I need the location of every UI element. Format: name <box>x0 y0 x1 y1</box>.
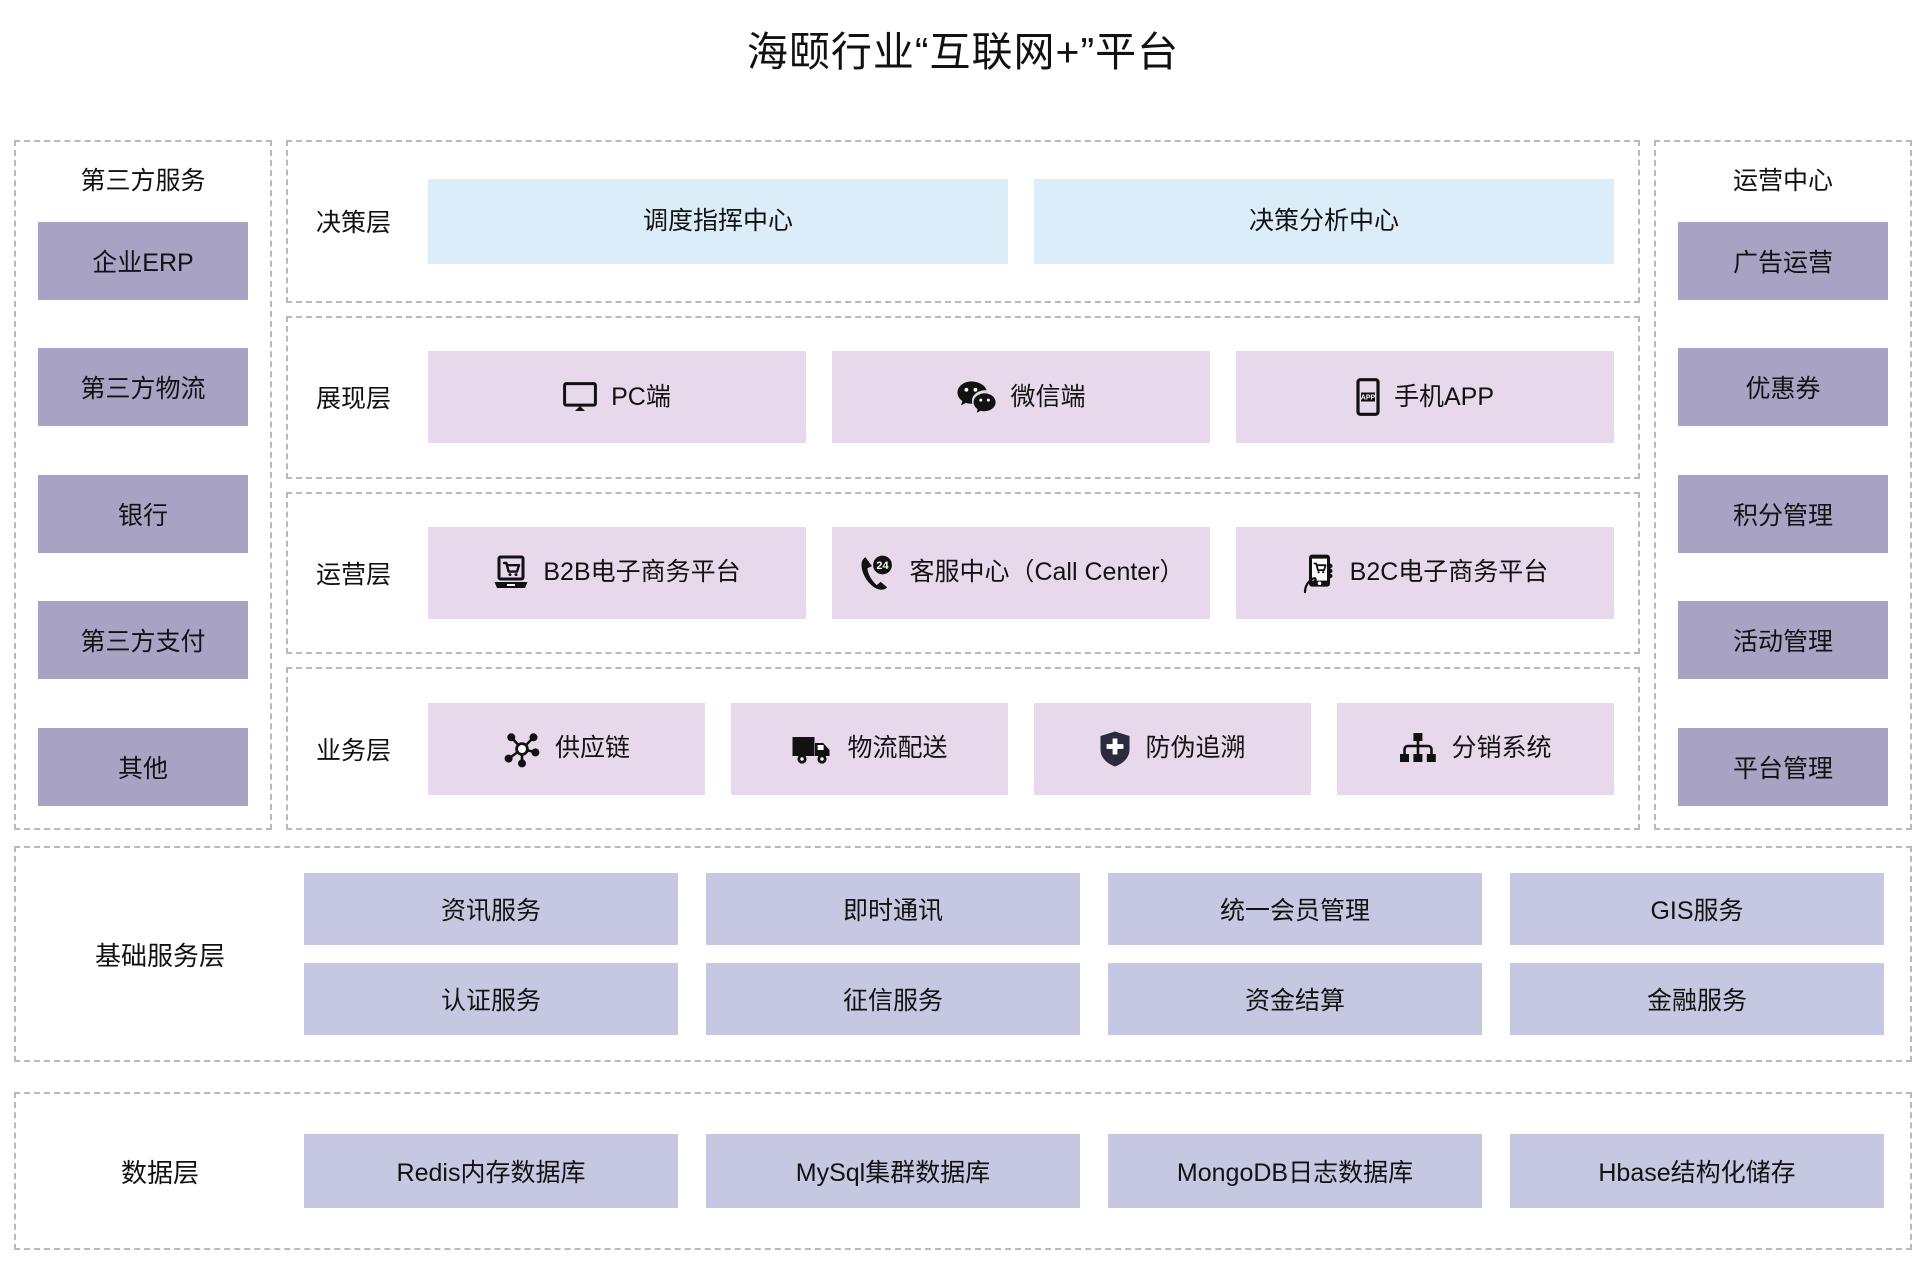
network-nodes-icon <box>503 730 541 768</box>
laptop-cart-icon <box>493 555 529 591</box>
db-redis[interactable]: Redis内存数据库 <box>304 1134 678 1208</box>
data-layer: 数据层 Redis内存数据库 MySql集群数据库 MongoDB日志数据库 H… <box>14 1092 1912 1250</box>
db-mysql[interactable]: MySql集群数据库 <box>706 1134 1080 1208</box>
sidebar-item-ad-operation[interactable]: 广告运营 <box>1678 221 1888 300</box>
b2c-ecommerce-platform[interactable]: B2C电子商务平台 <box>1236 526 1614 619</box>
service-information[interactable]: 资讯服务 <box>304 873 678 945</box>
svg-text:24: 24 <box>877 560 890 572</box>
anti-counterfeit-tracing[interactable]: 防伪追溯 <box>1034 702 1311 795</box>
db-mongodb[interactable]: MongoDB日志数据库 <box>1108 1134 1482 1208</box>
truck-icon <box>791 733 833 765</box>
dispatch-command-center[interactable]: 调度指挥中心 <box>428 178 1008 264</box>
hand-phone-cart-icon <box>1302 553 1336 593</box>
call-center[interactable]: 24 客服中心（Call Center） <box>832 526 1210 619</box>
right-panel-list: 广告运营 优惠券 积分管理 活动管理 平台管理 <box>1678 221 1888 806</box>
data-layer-label: 数据层 <box>120 1157 199 1188</box>
presentation-layer-label: 展现层 <box>316 385 392 414</box>
base-service-grid: 资讯服务 即时通讯 统一会员管理 GIS服务 认证服务 征信服务 资金结算 金融… <box>304 873 1910 1035</box>
left-panel-list: 企业ERP 第三方物流 银行 第三方支付 其他 <box>38 221 248 806</box>
right-panel-title: 运营中心 <box>1732 167 1833 195</box>
operation-layer-items: B2B电子商务平台 24 客服中心（Call Center） <box>428 526 1614 619</box>
sidebar-item-points-management[interactable]: 积分管理 <box>1678 474 1888 553</box>
pc-terminal[interactable]: PC端 <box>428 351 806 444</box>
base-service-layer: 基础服务层 资讯服务 即时通讯 统一会员管理 GIS服务 认证服务 征信服务 资… <box>14 846 1912 1062</box>
layers-column: 决策层 调度指挥中心 决策分析中心 展现层 <box>286 140 1640 830</box>
presentation-layer: 展现层 PC端 <box>286 315 1640 479</box>
sidebar-item-bank[interactable]: 银行 <box>38 474 248 553</box>
operation-layer-label: 运营层 <box>316 560 392 589</box>
decision-layer-items: 调度指挥中心 决策分析中心 <box>428 178 1614 264</box>
service-fund-settlement[interactable]: 资金结算 <box>1108 963 1482 1035</box>
sidebar-item-other[interactable]: 其他 <box>38 728 248 806</box>
business-layer-label: 业务层 <box>316 736 392 765</box>
distribution-system[interactable]: 分销系统 <box>1337 702 1614 795</box>
business-layer: 业务层 <box>286 667 1640 830</box>
service-unified-member-management[interactable]: 统一会员管理 <box>1108 873 1482 945</box>
decision-layer: 决策层 调度指挥中心 决策分析中心 <box>286 140 1640 303</box>
decision-analysis-center[interactable]: 决策分析中心 <box>1034 178 1614 264</box>
sidebar-item-campaign-management[interactable]: 活动管理 <box>1678 601 1888 680</box>
base-service-row-1: 资讯服务 即时通讯 统一会员管理 GIS服务 <box>304 873 1884 945</box>
mobile-app-icon: APP <box>1356 378 1380 417</box>
base-service-layer-label: 基础服务层 <box>94 940 225 971</box>
sidebar-item-platform-management[interactable]: 平台管理 <box>1678 728 1888 806</box>
left-panel-title: 第三方服务 <box>80 167 206 195</box>
wechat-icon <box>956 380 997 414</box>
supply-chain[interactable]: 供应链 <box>428 702 705 795</box>
db-hbase[interactable]: Hbase结构化储存 <box>1510 1134 1884 1208</box>
service-gis[interactable]: GIS服务 <box>1510 873 1884 945</box>
third-party-services-panel: 第三方服务 企业ERP 第三方物流 银行 第三方支付 其他 <box>14 140 272 830</box>
mobile-app[interactable]: APP 手机APP <box>1236 351 1614 444</box>
logistics-delivery[interactable]: 物流配送 <box>731 702 1008 795</box>
business-layer-items: 供应链 <box>428 702 1614 795</box>
wechat-terminal[interactable]: 微信端 <box>832 351 1210 444</box>
decision-layer-label: 决策层 <box>316 209 392 238</box>
sidebar-item-erp[interactable]: 企业ERP <box>38 221 248 300</box>
service-financial[interactable]: 金融服务 <box>1510 963 1884 1035</box>
presentation-layer-items: PC端 微信端 <box>428 351 1614 444</box>
b2b-ecommerce-platform[interactable]: B2B电子商务平台 <box>428 526 806 619</box>
upper-section: 第三方服务 企业ERP 第三方物流 银行 第三方支付 其他 决策层 调度指挥中心 <box>14 140 1912 830</box>
page-title: 海颐行业“互联网+”平台 <box>746 29 1180 75</box>
data-layer-row-1: Redis内存数据库 MySql集群数据库 MongoDB日志数据库 Hbase… <box>304 1134 1884 1208</box>
monitor-icon <box>563 382 598 412</box>
org-tree-icon <box>1399 732 1437 766</box>
service-instant-messaging[interactable]: 即时通讯 <box>706 873 1080 945</box>
service-credit-reporting[interactable]: 征信服务 <box>706 963 1080 1035</box>
sidebar-item-payment[interactable]: 第三方支付 <box>38 601 248 680</box>
operation-center-panel: 运营中心 广告运营 优惠券 积分管理 活动管理 平台管理 <box>1654 140 1912 830</box>
phone-24-icon: 24 <box>857 554 895 592</box>
operation-layer: 运营层 B2B电子 <box>286 491 1640 655</box>
shield-plus-icon <box>1099 730 1131 768</box>
base-service-row-2: 认证服务 征信服务 资金结算 金融服务 <box>304 963 1884 1035</box>
sidebar-item-coupon[interactable]: 优惠券 <box>1678 348 1888 427</box>
data-layer-grid: Redis内存数据库 MySql集群数据库 MongoDB日志数据库 Hbase… <box>304 1134 1910 1208</box>
svg-text:APP: APP <box>1361 395 1376 402</box>
sidebar-item-logistics[interactable]: 第三方物流 <box>38 348 248 427</box>
service-authentication[interactable]: 认证服务 <box>304 963 678 1035</box>
